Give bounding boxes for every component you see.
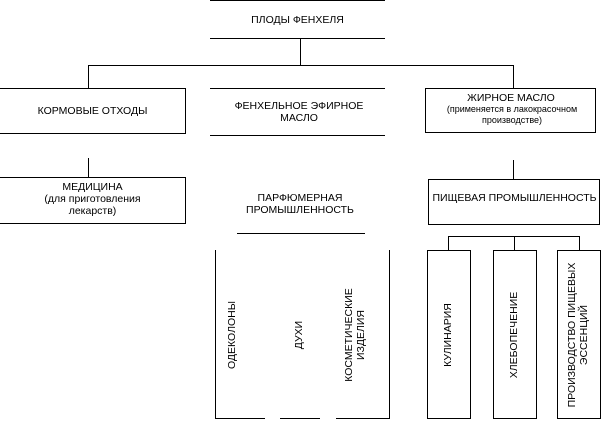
feed-waste-label: КОРМОВЫЕ ОТХОДЫ (37, 105, 148, 117)
food-col-1 (427, 250, 471, 419)
food-item-baking: ХЛЕБОПЕЧЕНИЕ (508, 291, 520, 379)
fatty-oil-box (425, 88, 596, 133)
medicine-note: (для приготовления лекарств) (44, 193, 141, 217)
root-label: ПЛОДЫ ФЕНХЕЛЯ (251, 14, 344, 26)
perfume-item-cosmetics: КОСМЕТИЧЕСКИЕ ИЗДЕЛИЯ (343, 288, 367, 382)
food-industry-label: ПИЩЕВАЯ ПРОМЫШЛЕННОСТЬ (432, 192, 597, 204)
food-col-3 (557, 250, 601, 419)
perfume-item-colognes: ОДЕКОЛОНЫ (226, 300, 238, 370)
perfume-item-perfumes: ДУХИ (293, 320, 305, 350)
food-col-2 (493, 250, 537, 419)
food-item-cooking: КУЛИНАРИЯ (442, 303, 454, 367)
perfume-industry-label: ПАРФЮМЕРНАЯ ПРОМЫШЛЕННОСТЬ (246, 192, 354, 216)
medicine-label: МЕДИЦИНА (62, 181, 123, 193)
essential-oil-label: ФЕНХЕЛЬНОЕ ЭФИРНОЕ МАСЛО (234, 100, 364, 124)
food-item-essences: ПРОИЗВОДСТВО ПИЩЕВЫХ ЭССЕНЦИЙ (566, 262, 590, 408)
fatty-oil-label: ЖИРНОЕ МАСЛО (467, 92, 555, 104)
fatty-oil-note: (применяется в лакокрасочном производств… (446, 104, 578, 125)
